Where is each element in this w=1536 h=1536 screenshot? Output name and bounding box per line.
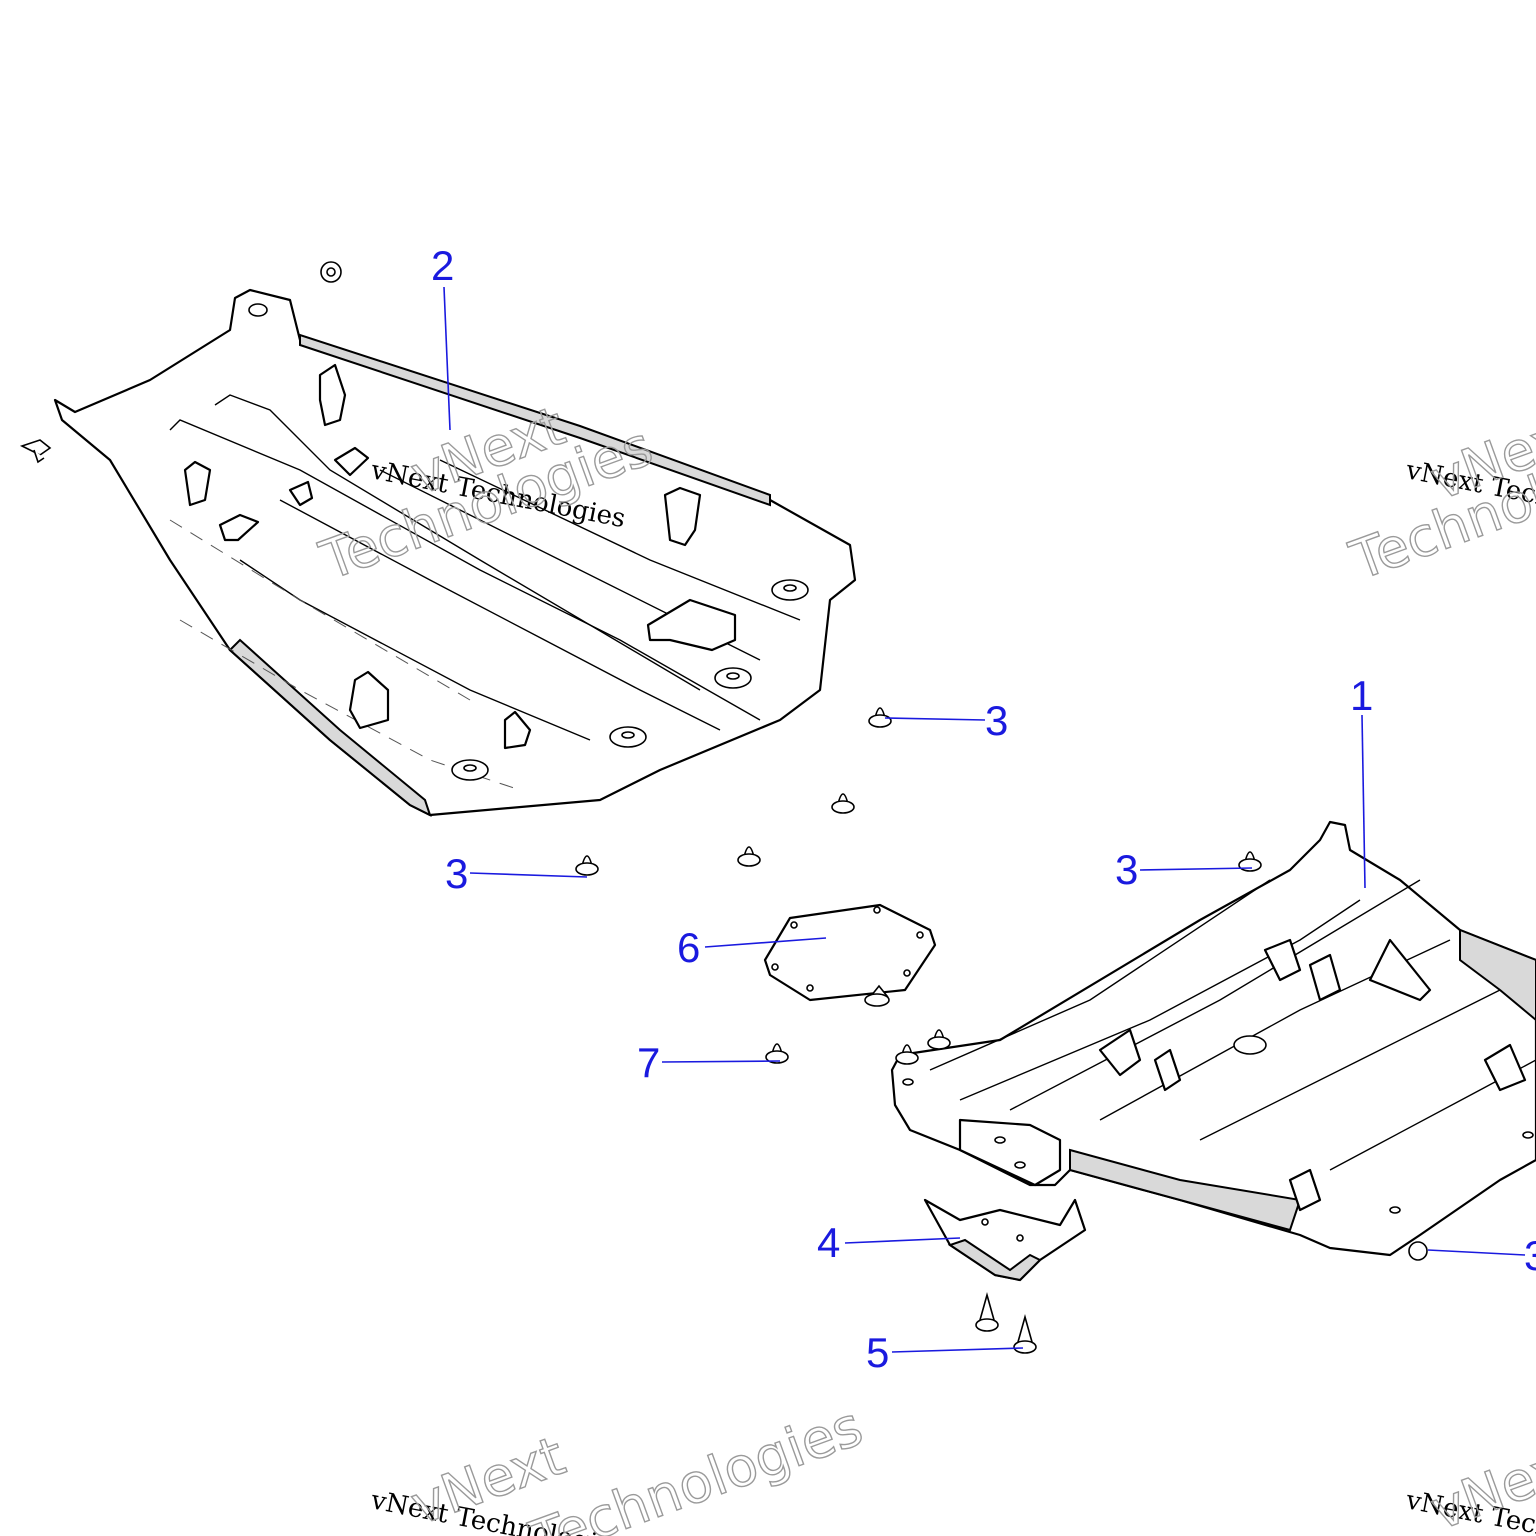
rivet-icon xyxy=(864,984,890,1007)
push-pin-icon xyxy=(1013,1314,1037,1354)
callout-3: 3 xyxy=(1115,846,1138,893)
callout-7: 7 xyxy=(637,1039,660,1086)
push-rivet-icon xyxy=(19,439,52,464)
corner-bracket xyxy=(923,1198,1087,1282)
callout-1: 1 xyxy=(1350,672,1373,719)
callout-5: 5 xyxy=(866,1329,889,1376)
rivet-icon xyxy=(765,1043,789,1064)
loose-nut-icon xyxy=(320,261,342,283)
callout-3: 3 xyxy=(1524,1232,1536,1279)
rivet-icon xyxy=(831,793,855,814)
rivet-icon xyxy=(1408,1241,1428,1261)
svg-text:Technologies: Technologies xyxy=(522,1394,870,1536)
rivet-icon xyxy=(575,855,599,876)
skid-plate-rear xyxy=(53,288,857,817)
rivet-icon xyxy=(927,1029,951,1050)
rivet-icon xyxy=(895,1044,919,1065)
callout-6: 6 xyxy=(677,924,700,971)
callout-leaders xyxy=(443,286,1526,1353)
access-cover-plate xyxy=(763,903,937,1002)
skid-plate-front xyxy=(890,820,1536,1257)
callout-4: 4 xyxy=(817,1219,840,1266)
rivet-icon xyxy=(737,846,761,867)
callout-2: 2 xyxy=(431,242,454,289)
push-pin-icon xyxy=(975,1292,999,1332)
callout-3: 3 xyxy=(985,697,1008,744)
callout-3: 3 xyxy=(445,850,468,897)
rivet-icon xyxy=(868,707,892,728)
